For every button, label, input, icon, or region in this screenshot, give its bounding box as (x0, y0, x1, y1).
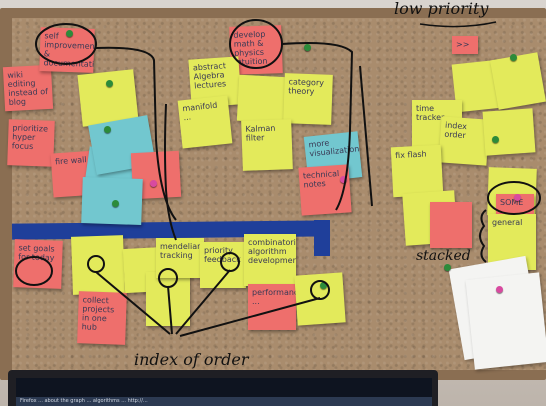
pushpin (104, 126, 111, 133)
pushpin (514, 194, 521, 201)
annotation-stacked: stacked (416, 248, 471, 264)
note-technical-notes: technical notes (298, 164, 352, 216)
note-wiki-editing: wiki editing instead of blog (2, 64, 54, 112)
note-text: more visualization (308, 138, 360, 159)
note-text: Kalman filter (245, 123, 276, 143)
note-performance: performance ... (248, 284, 296, 330)
note-prioritize: prioritize hyper focus (7, 119, 55, 167)
pushpin (304, 44, 311, 51)
pushpin (112, 200, 119, 207)
note-right-2 (490, 52, 546, 110)
pushpin (340, 176, 347, 183)
pushpin (492, 136, 499, 143)
note-text: priority feedback (204, 246, 241, 264)
pushpin (150, 180, 157, 187)
note-text: index order (444, 120, 468, 141)
note-text: manifold ... (182, 100, 218, 123)
note-category-theory: category theory (283, 73, 333, 125)
blue-tape-vertical (314, 220, 330, 256)
note-collect-projects: collect projects in one hub (77, 291, 127, 345)
note-yellow-mid (236, 74, 290, 124)
note-index-order: index order (438, 116, 490, 166)
note-text: wiki editing instead of blog (7, 70, 49, 108)
note-text: time tracker (416, 104, 445, 122)
note-yellow-lower-1 (71, 235, 125, 295)
taskbar: Firefox ... about the graph ... algorith… (16, 397, 432, 406)
pushpin (106, 80, 113, 87)
note-yellow-lower-3 (146, 272, 190, 326)
note-text: mendelian tracking (160, 242, 203, 260)
annotation-low-priority: low priority (394, 0, 489, 18)
note-text: performance ... (252, 288, 296, 306)
note-text: fix flash (394, 149, 427, 161)
pushpin (444, 264, 451, 271)
note-text: general (492, 218, 523, 227)
note-text: collect projects in one hub (81, 295, 115, 332)
note-text: technical notes (302, 168, 340, 190)
note-fix-flash: fix flash (390, 144, 444, 198)
note-kalman: Kalman filter (241, 119, 293, 171)
pushpin (510, 54, 517, 61)
note-mendelian: mendelian tracking (156, 238, 204, 278)
pushpin (496, 286, 503, 293)
note-text: abstract Algebra lectures (192, 61, 227, 91)
note-text: category theory (288, 77, 325, 97)
note-arrows: >> (452, 36, 478, 54)
note-text: >> (456, 40, 470, 49)
note-yellow-lower-4 (294, 272, 346, 326)
note-priority-feedback: priority feedback (200, 242, 246, 288)
note-pink-right (430, 202, 472, 248)
annotation-index-of-order: index of order (134, 350, 249, 369)
note-manifold: manifold ... (177, 95, 233, 149)
note-set-goals: set goals for today (13, 239, 63, 289)
pushpin (320, 282, 327, 289)
pushpin (66, 30, 73, 37)
paper-sheet-2 (465, 272, 546, 370)
note-text: prioritize hyper focus (11, 123, 49, 152)
note-right-3 (482, 108, 536, 156)
note-text: fire wall (54, 155, 87, 167)
note-text: set goals for today (18, 243, 55, 263)
